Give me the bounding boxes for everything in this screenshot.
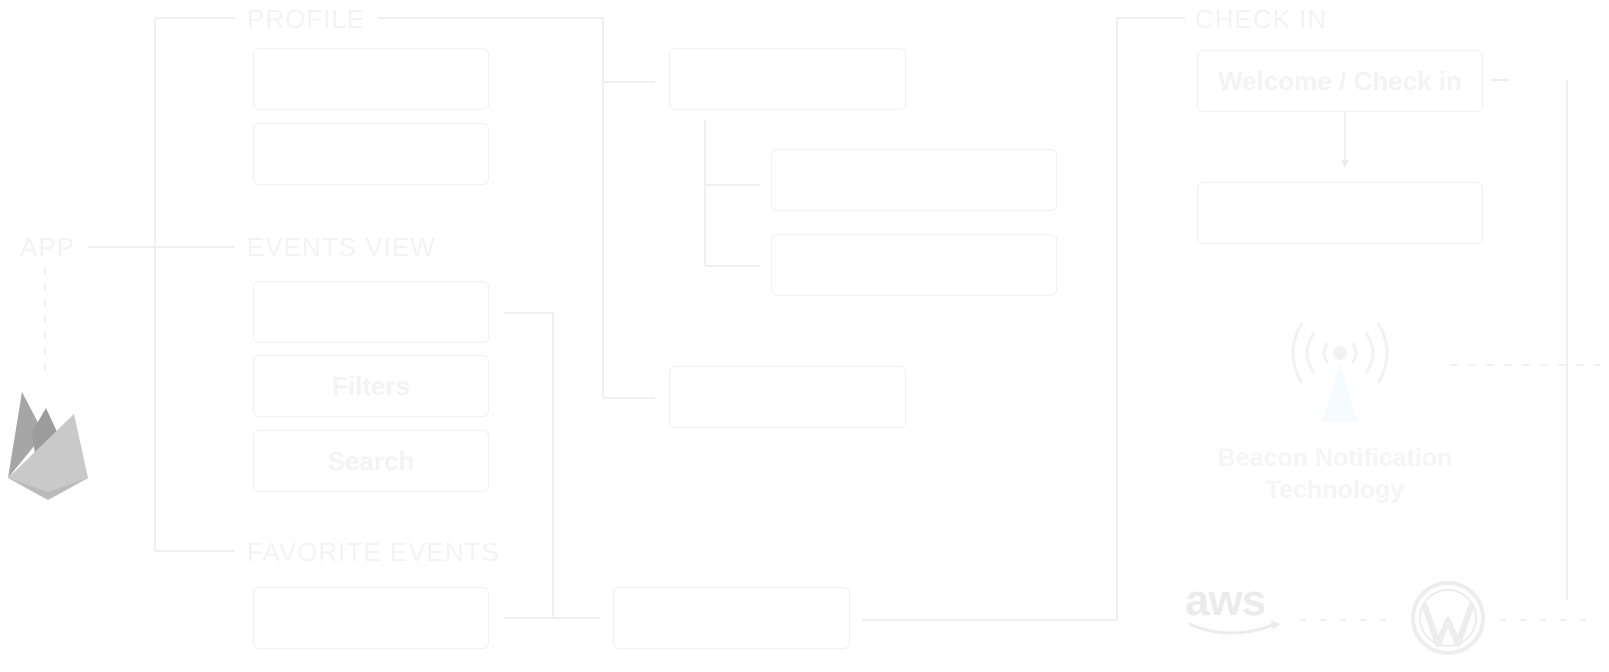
welcome-check-in-box: Welcome / Check in — [1197, 50, 1483, 112]
profile-sub-box-1 — [771, 149, 1057, 211]
favorite-events-box — [253, 587, 489, 649]
filters-box: Filters — [253, 355, 489, 417]
event-detail-box — [613, 587, 850, 649]
check-in-result-box — [1197, 182, 1483, 244]
firebase-icon — [8, 392, 88, 500]
check-in-heading: CHECK IN — [1195, 4, 1328, 34]
search-box: Search — [253, 430, 489, 492]
wordpress-icon — [1411, 581, 1485, 655]
filters-label: Filters — [331, 370, 411, 401]
search-label: Search — [327, 445, 415, 476]
app-label: APP — [20, 232, 76, 262]
profile-box-1 — [253, 48, 489, 110]
profile-sub-box-2 — [771, 234, 1057, 296]
aws-logo: aws — [1185, 576, 1266, 625]
beacon-broadcast-icon — [1291, 322, 1389, 422]
aws-smile-icon — [1188, 620, 1280, 635]
profile-heading: PROFILE — [247, 4, 366, 34]
welcome-check-in-label: Welcome / Check in — [1218, 65, 1462, 96]
profile-detail-box — [669, 48, 906, 110]
beacon-caption: Beacon Notification Technology — [1217, 444, 1453, 504]
events-view-heading: EVENTS VIEW — [247, 232, 436, 262]
profile-box-2 — [253, 123, 489, 185]
events-list-box — [253, 281, 489, 343]
checkin-arrow-head — [1341, 160, 1349, 168]
profile-detail-box-2 — [669, 366, 906, 428]
favorite-events-heading: FAVORITE EVENTS — [247, 537, 500, 567]
